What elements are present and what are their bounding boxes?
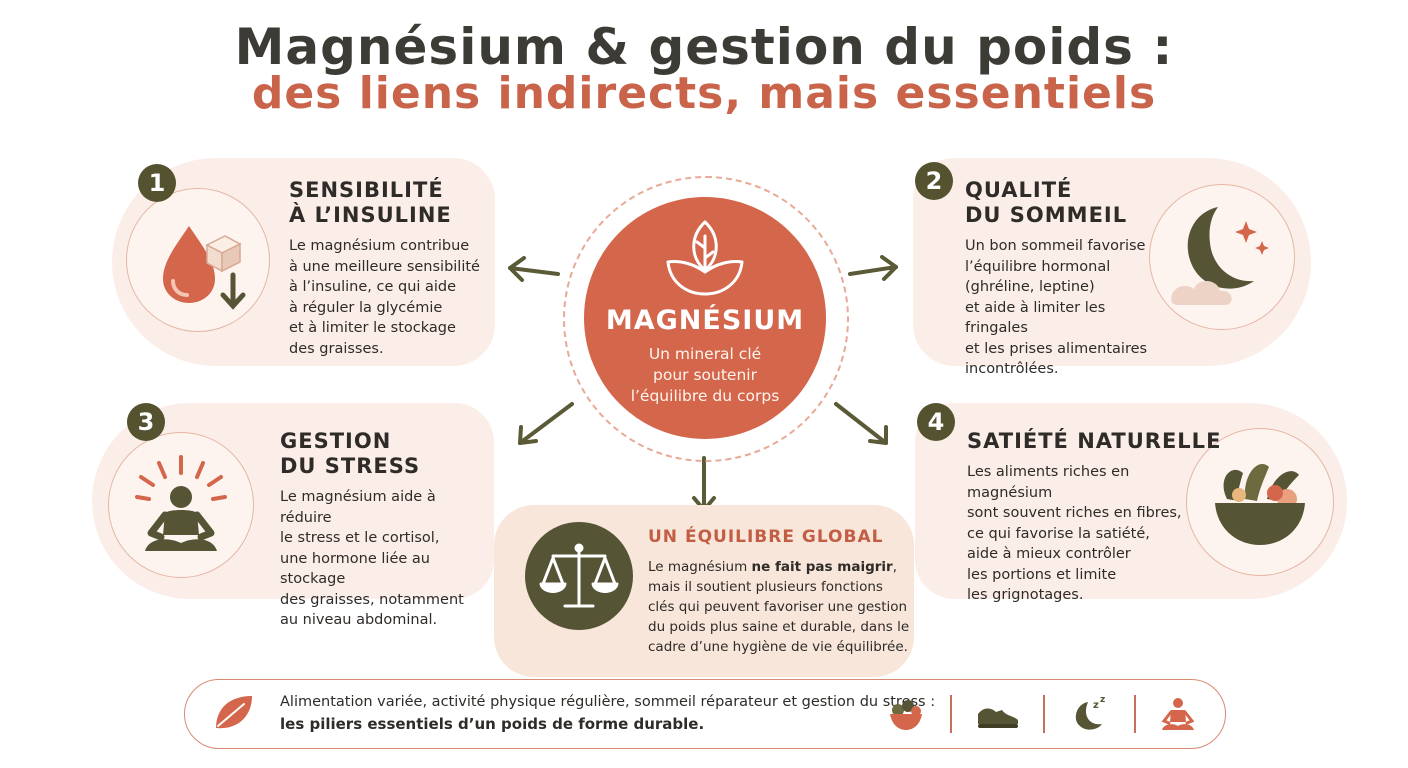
card-4-text: Les aliments riches en magnésium sont so… (967, 464, 1182, 603)
sleep-moon-icon: z z (1075, 695, 1105, 730)
center-title: MAGNÉSIUM (605, 305, 805, 336)
balance-text-end: , mais il soutient plusieurs fonctions c… (648, 559, 910, 655)
card-3-text: Le magnésium aide à réduire le stress et… (280, 489, 464, 628)
card-1-title-l2: À L’INSULINE (289, 203, 452, 227)
center-subtitle-l3: l’équilibre du corps (630, 387, 780, 405)
insulin-icon-circle (126, 188, 270, 332)
footer-salad-icon (890, 700, 922, 730)
salad-bowl-icon (1215, 463, 1305, 545)
blood-drop-icon (163, 226, 215, 303)
sugar-cube-icon (205, 235, 242, 273)
card-1-text: Le magnésium contribue à une meilleure s… (289, 238, 480, 357)
balance-scale-icon (539, 543, 619, 608)
card-1-title: SENSIBILITÉ À L’INSULINE (289, 178, 452, 228)
svg-text:z: z (1093, 700, 1099, 711)
center-subtitle-l1: Un mineral clé (648, 345, 762, 363)
card-1-number: 1 (138, 164, 176, 202)
balance-text-start: Le magnésium (648, 559, 752, 575)
card-4-number: 4 (917, 403, 955, 441)
footer-text-line1: Alimentation variée, activité physique r… (280, 694, 936, 710)
footer-separator (950, 695, 952, 733)
card-2-title-l1: QUALITÉ (965, 178, 1073, 202)
arrow-down-icon (220, 272, 246, 310)
center-subtitle-l2: pour soutenir (653, 366, 757, 384)
balance-text-bold: ne fait pas maigrir (751, 559, 893, 575)
arrow-to-card-4 (834, 402, 888, 445)
card-2-text: Un bon sommeil favorise l’équilibre horm… (965, 238, 1148, 377)
card-3-title: GESTION DU STRESS (280, 429, 420, 479)
arrow-to-balance (692, 456, 716, 512)
card-4-title: SATIÉTÉ NATURELLE (967, 429, 1221, 454)
footer-text-line2: les piliers essentiels d’un poids de for… (280, 715, 705, 733)
arrow-to-card-2 (848, 255, 898, 281)
arrow-to-card-3 (518, 402, 574, 445)
card-4-title-l1: SATIÉTÉ NATURELLE (967, 429, 1222, 453)
sleep-icon-circle (1149, 184, 1295, 330)
balance-text: Le magnésium ne fait pas maigrir, mais i… (648, 557, 910, 657)
leaf-bowl-icon (666, 220, 744, 296)
satiety-icon-circle (1186, 428, 1334, 576)
meditation-icon (135, 455, 227, 551)
card-1-title-l1: SENSIBILITÉ (289, 178, 444, 202)
sneaker-icon (978, 708, 1018, 728)
card-3-number: 3 (127, 403, 165, 441)
leaf-icon (216, 696, 252, 729)
arrow-to-card-1 (508, 256, 560, 282)
footer-separator (1134, 695, 1136, 733)
card-2-title-l2: DU SOMMEIL (965, 203, 1128, 227)
svg-text:z: z (1100, 695, 1105, 705)
stress-icon-circle (108, 432, 254, 578)
footer-separator (1043, 695, 1045, 733)
card-2-title: QUALITÉ DU SOMMEIL (965, 178, 1127, 228)
footer-banner (184, 679, 1226, 749)
page-subtitle: des liens indirects, mais essentiels (251, 68, 1157, 119)
center-dashed-ring (563, 176, 849, 462)
moon-cloud-icon (1171, 207, 1269, 305)
page-title: Magnésium & gestion du poids : (234, 18, 1174, 76)
card-2-number: 2 (915, 162, 953, 200)
footer-meditation-icon (1161, 698, 1195, 730)
balance-icon-disc (525, 522, 633, 630)
center-subtitle: Un mineral clé pour soutenir l’équilibre… (604, 344, 806, 407)
card-3-title-l1: GESTION (280, 429, 392, 453)
balance-title: UN ÉQUILIBRE GLOBAL (648, 527, 884, 547)
card-3-title-l2: DU STRESS (280, 454, 421, 478)
